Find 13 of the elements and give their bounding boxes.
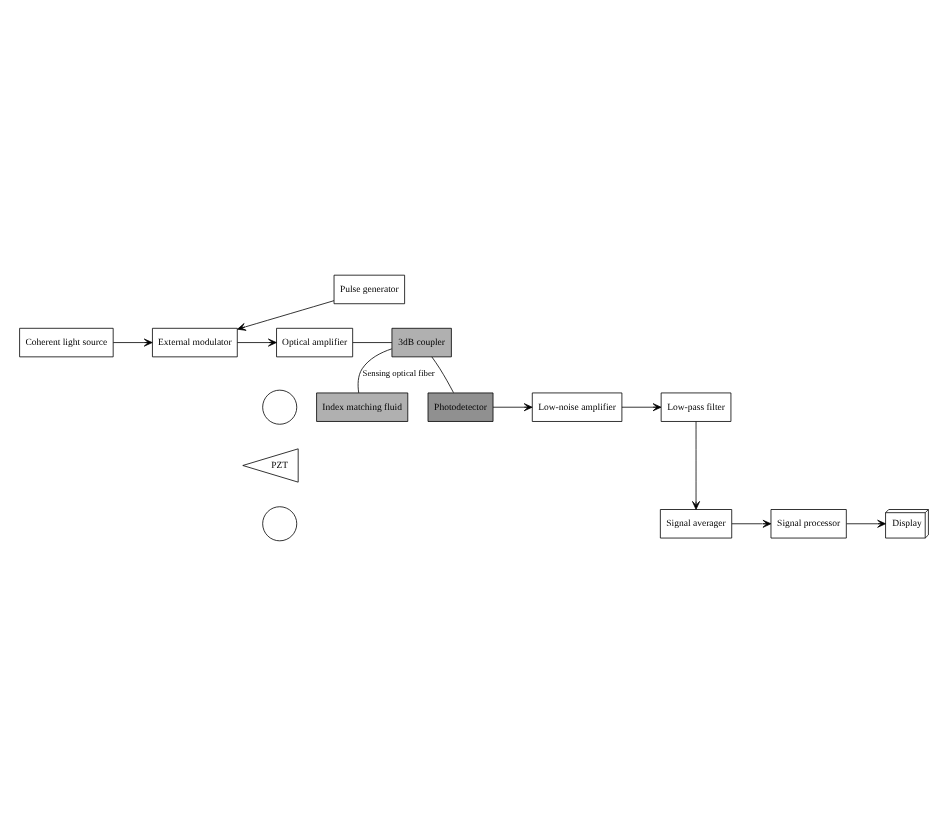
arrow	[492, 403, 533, 412]
connector	[352, 342, 393, 343]
arrow	[846, 519, 886, 528]
arrow	[237, 338, 277, 347]
arrow	[731, 519, 772, 528]
connector	[357, 348, 393, 394]
arrow	[621, 403, 662, 412]
arrow	[692, 421, 700, 510]
connector	[431, 356, 454, 393]
node-circle	[262, 389, 298, 425]
arrow	[237, 300, 335, 331]
arrow	[112, 338, 153, 347]
node-circle	[262, 506, 298, 542]
